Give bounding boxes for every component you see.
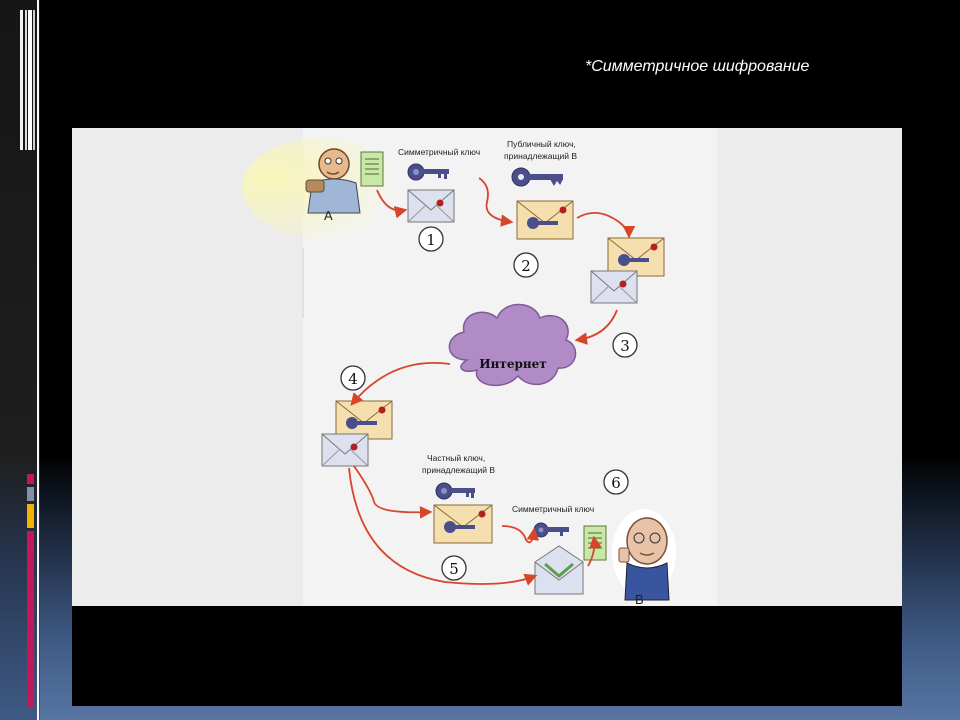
arrow-a-to-envelope1 bbox=[376, 189, 408, 219]
step-6-badge: 6 bbox=[603, 469, 629, 495]
label-symmetric-key-top: Симметричный ключ bbox=[398, 147, 480, 157]
decor-swatch-yellow bbox=[27, 504, 34, 528]
label-person-b: В bbox=[635, 592, 644, 606]
person-b-icon bbox=[618, 517, 670, 601]
step-2-label: 2 bbox=[521, 257, 531, 275]
step-4-badge: 4 bbox=[340, 365, 366, 391]
arrow-envelope1-to-step2 bbox=[478, 177, 514, 227]
label-person-a: А bbox=[324, 208, 333, 223]
arrow-step4-to-step5 bbox=[353, 465, 433, 519]
flow-arrows bbox=[348, 177, 636, 586]
step-5-badge: 5 bbox=[441, 555, 467, 581]
symmetric-key-icon bbox=[407, 163, 449, 181]
step-1-badge: 1 bbox=[418, 226, 444, 252]
person-a-icon bbox=[305, 148, 384, 214]
envelope-white-step3 bbox=[590, 270, 638, 304]
label-private-key-line2: принадлежащий В bbox=[422, 465, 495, 475]
open-envelope-icon bbox=[534, 545, 584, 595]
label-public-key-line1: Публичный ключ, bbox=[507, 139, 576, 149]
content-frame: А Симметричный ключ 1 bbox=[72, 128, 902, 706]
label-internet: Интернет bbox=[479, 357, 546, 371]
arrow-envelope-to-document bbox=[587, 535, 602, 567]
envelope-step2 bbox=[516, 200, 574, 240]
decor-vertical-lines bbox=[20, 0, 39, 720]
arrow-to-internet bbox=[574, 309, 618, 345]
public-key-icon bbox=[511, 167, 563, 187]
envelope-step1 bbox=[407, 189, 455, 223]
person-a: А bbox=[242, 138, 402, 238]
key-in-envelope-icon bbox=[527, 217, 558, 229]
encryption-diagram: А Симметричный ключ 1 bbox=[242, 128, 717, 606]
arrow-internet-to-step4 bbox=[350, 362, 451, 406]
envelope-yellow-step3 bbox=[607, 237, 665, 277]
slide-title: *Симметричное шифрование bbox=[585, 58, 810, 75]
arrow-step5-to-key bbox=[501, 525, 540, 544]
private-key-icon bbox=[435, 482, 475, 500]
label-private-key-line1: Частный ключ, bbox=[427, 453, 485, 463]
decor-swatch-gray bbox=[27, 487, 34, 501]
label-public-key-line2: принадлежащий В bbox=[504, 151, 577, 161]
arrow-step2-to-step3 bbox=[576, 212, 636, 239]
internet-cloud-icon: Интернет bbox=[448, 303, 577, 387]
step-5-label: 5 bbox=[449, 560, 459, 578]
step-1-label: 1 bbox=[426, 231, 436, 249]
step-4-label: 4 bbox=[348, 370, 358, 388]
step-6-label: 6 bbox=[611, 474, 621, 492]
step-3-badge: 3 bbox=[612, 332, 638, 358]
decor-swatch-magenta bbox=[27, 474, 34, 484]
arrow-step4-to-open-envelope bbox=[348, 467, 538, 586]
step-2-badge: 2 bbox=[513, 252, 539, 278]
diagram-panel: А Симметричный ключ 1 bbox=[72, 128, 902, 606]
decor-swatch-magenta-long bbox=[27, 531, 34, 707]
envelope-white-step4 bbox=[321, 433, 369, 467]
envelope-yellow-step4 bbox=[335, 400, 393, 440]
envelope-step5 bbox=[433, 504, 493, 544]
person-b: В bbox=[583, 509, 676, 606]
step-3-label: 3 bbox=[620, 337, 630, 355]
label-symmetric-key-bottom: Симметричный ключ bbox=[512, 504, 594, 514]
